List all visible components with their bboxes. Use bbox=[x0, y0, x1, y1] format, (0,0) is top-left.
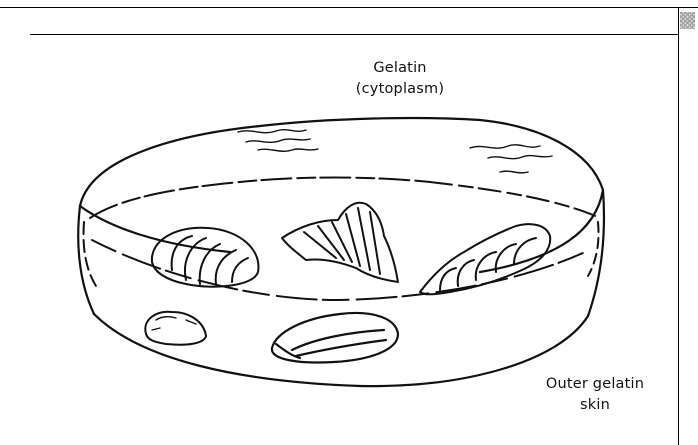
label-gelatin-line1: Gelatin bbox=[300, 58, 500, 79]
label-skin-line1: Outer gelatin bbox=[500, 374, 690, 395]
label-skin-line2: skin bbox=[500, 395, 690, 416]
label-gelatin-line2: (cytoplasm) bbox=[300, 79, 500, 100]
label-outer-gelatin-skin: Outer gelatin skin bbox=[500, 374, 690, 416]
gelatin-surface-back bbox=[90, 178, 430, 219]
gelatin-surface-right bbox=[430, 182, 600, 218]
gelatin-surface-left-edge bbox=[84, 222, 97, 286]
surface-reflections bbox=[238, 130, 552, 173]
organelle-bean bbox=[272, 313, 398, 363]
organelle-fuzzy-blob bbox=[145, 312, 206, 345]
organelle-scallop-shell bbox=[282, 203, 398, 282]
gelatin-surface bbox=[84, 178, 601, 301]
gelatin-surface-front bbox=[92, 240, 585, 300]
dish-right-rim-front bbox=[480, 190, 603, 272]
gelatin-surface-right-edge bbox=[588, 222, 599, 276]
label-gelatin-cytoplasm: Gelatin (cytoplasm) bbox=[300, 58, 500, 100]
organelle-oval-ridged bbox=[152, 228, 259, 287]
